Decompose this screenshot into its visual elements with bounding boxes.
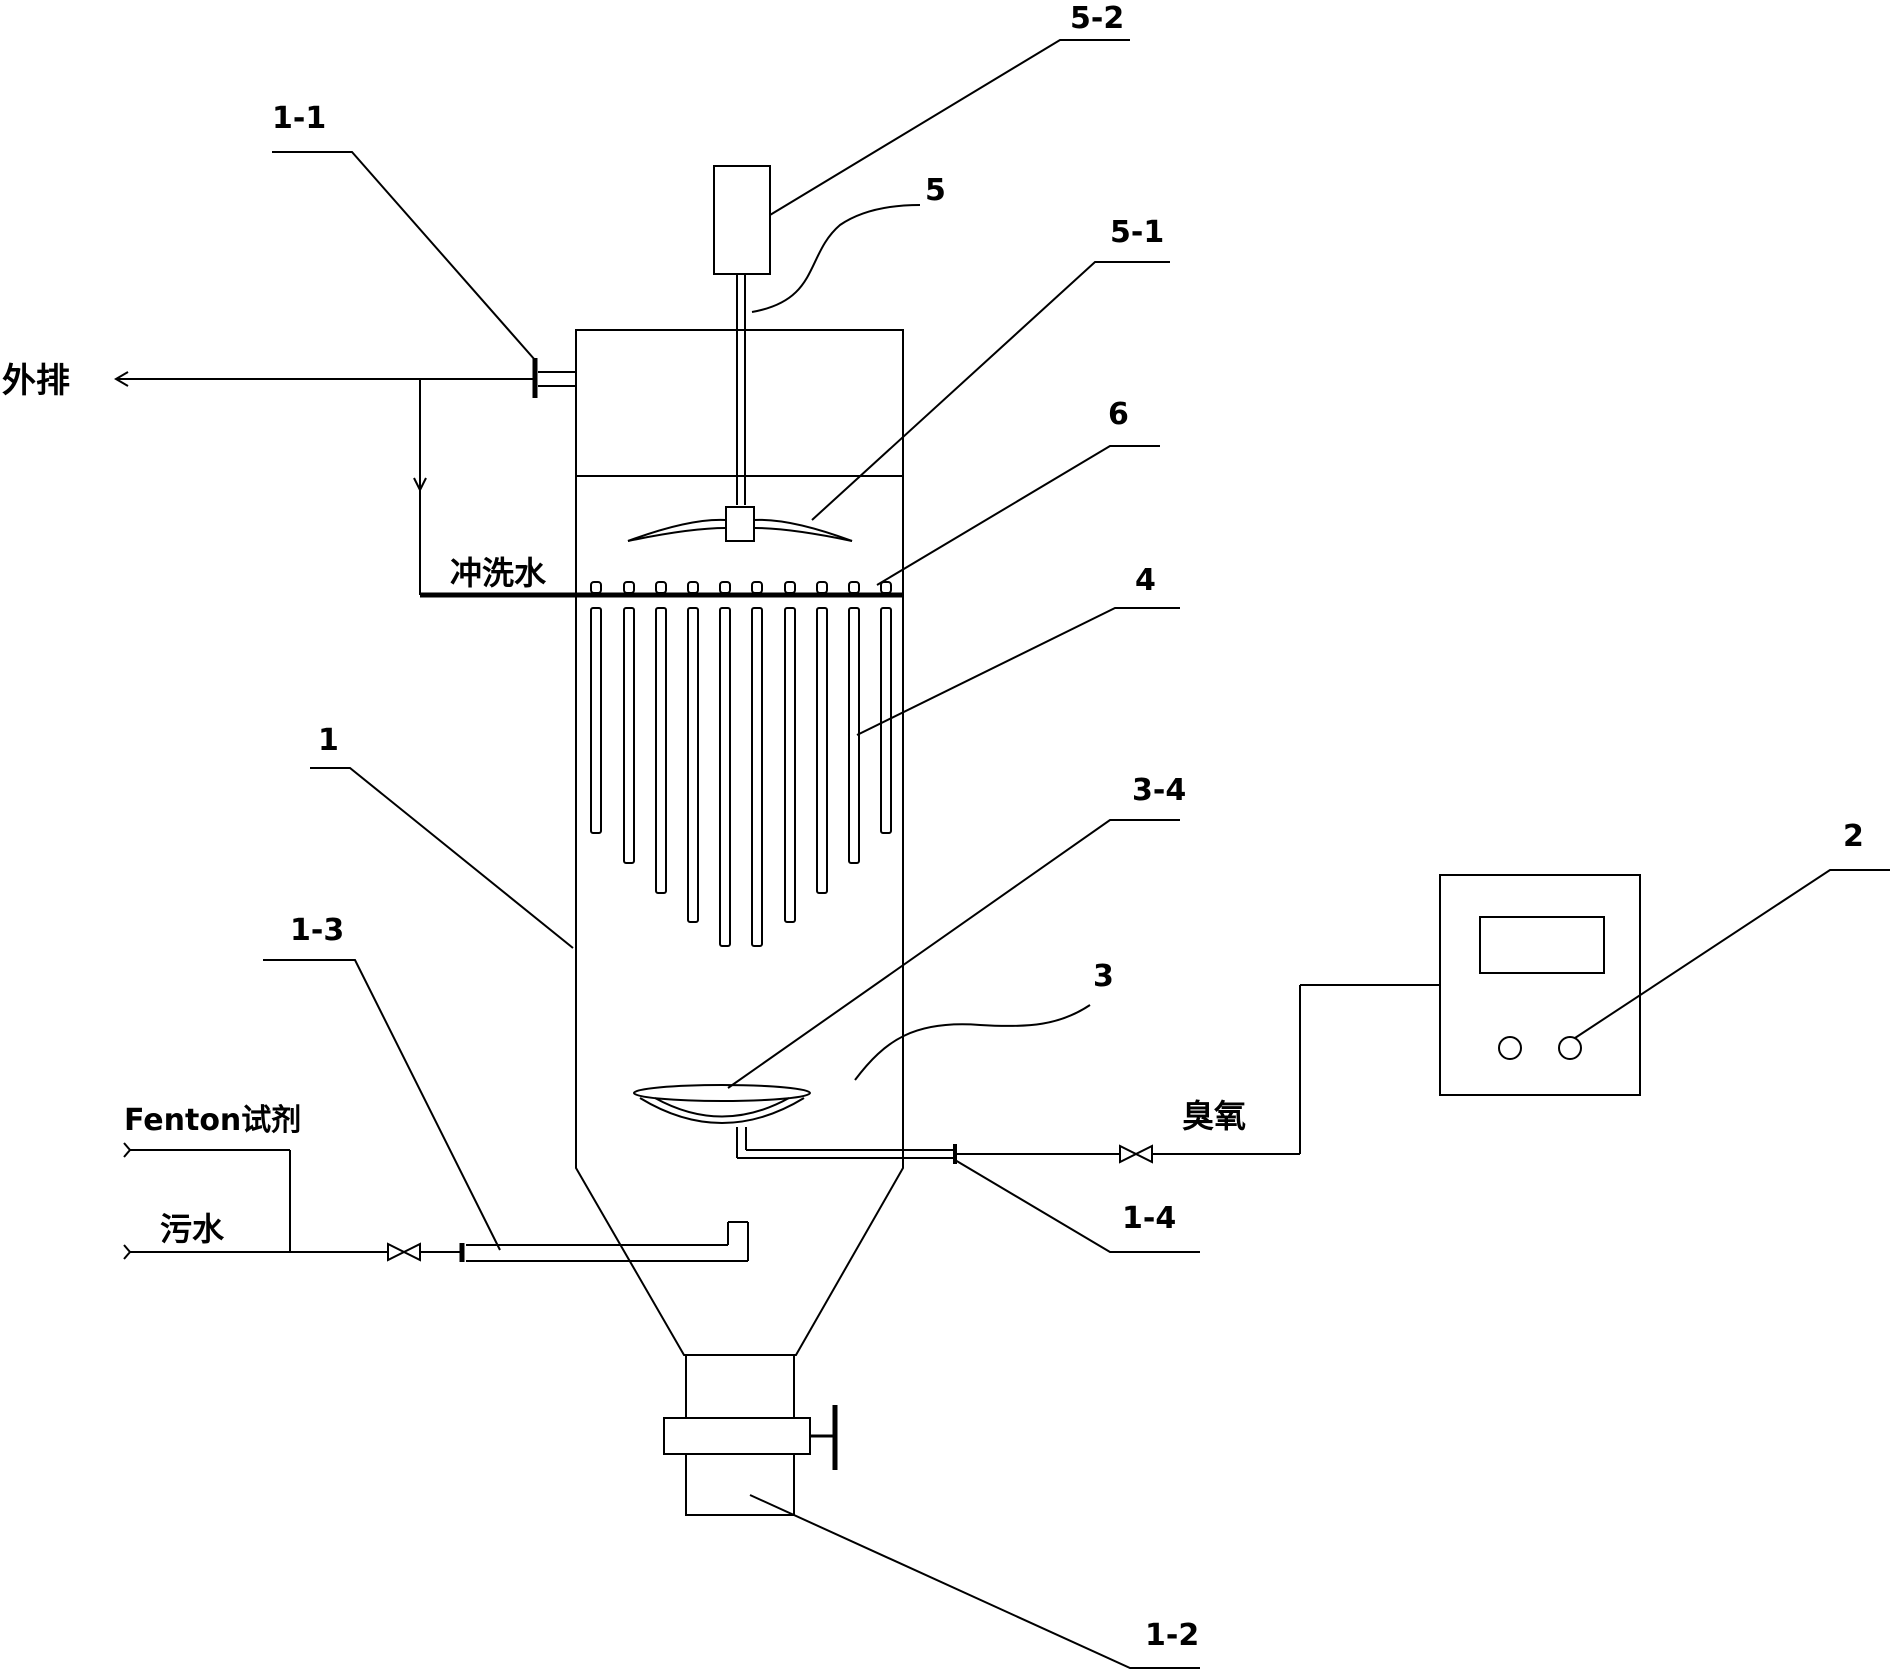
label-2: 2 <box>1843 819 1864 854</box>
stirrer-assembly <box>627 165 853 542</box>
reactor-vessel <box>575 329 904 1356</box>
stirrer-motor <box>713 165 771 275</box>
label-3: 3 <box>1093 959 1114 994</box>
stirrer-hub <box>725 506 755 542</box>
label-5: 5 <box>925 173 946 208</box>
ozone-inlet-pipe <box>736 984 1440 1164</box>
label-5-1: 5-1 <box>1110 215 1164 250</box>
effluent-outlet <box>114 358 576 595</box>
flush-nozzle <box>751 581 763 594</box>
filter-tube <box>848 607 860 864</box>
label-6: 6 <box>1108 397 1129 432</box>
discharge-arrow <box>114 371 129 387</box>
generator-knob-right <box>1558 1036 1582 1060</box>
filter-tube <box>816 607 828 894</box>
flush-nozzle <box>784 581 796 594</box>
generator-display <box>1479 916 1605 974</box>
label-fenton: Fenton试剂 <box>124 1103 301 1138</box>
flush-nozzle <box>816 581 828 594</box>
filter-tubes <box>590 607 892 947</box>
flow-labels: 外排 冲洗水 Fenton试剂 污水 臭氧 <box>2 361 1246 1248</box>
flush-nozzle <box>848 581 860 594</box>
flush-nozzle <box>623 581 635 594</box>
flush-nozzle <box>719 581 731 594</box>
label-1-4: 1-4 <box>1122 1201 1176 1236</box>
filter-tube <box>655 607 667 894</box>
flush-arrow <box>413 477 427 493</box>
aeration-disc <box>633 1084 811 1124</box>
bottom-outlet-valve <box>663 1354 838 1516</box>
label-3-4: 3-4 <box>1132 773 1186 808</box>
filter-tube <box>719 607 731 947</box>
flush-nozzle <box>655 581 667 594</box>
label-4: 4 <box>1135 563 1156 598</box>
filter-tube <box>590 607 602 834</box>
filter-tube <box>687 607 699 923</box>
flushing-manifold <box>420 581 903 598</box>
label-flush-water: 冲洗水 <box>450 554 547 592</box>
sewage-inlet-pipe <box>123 1142 749 1262</box>
label-1-1: 1-1 <box>272 101 326 136</box>
label-5-2: 5-2 <box>1070 1 1124 36</box>
flush-nozzle <box>590 581 602 594</box>
flush-nozzle <box>880 581 892 594</box>
label-ozone: 臭氧 <box>1182 1097 1246 1135</box>
label-discharge: 外排 <box>2 361 70 401</box>
ozone-generator <box>1439 874 1641 1096</box>
part-labels: 1-1 5-2 5 5-1 6 4 1 3-4 2 3 1-3 1-4 1-2 <box>272 1 1864 1653</box>
ozone-valve <box>1119 1144 1153 1164</box>
generator-knob-left <box>1498 1036 1522 1060</box>
filter-tube <box>623 607 635 864</box>
flush-nozzle <box>687 581 699 594</box>
filter-tube <box>784 607 796 923</box>
label-sewage: 污水 <box>160 1210 225 1248</box>
stirrer-blade <box>627 518 727 542</box>
label-1-2: 1-2 <box>1145 1618 1199 1653</box>
sewage-valve <box>387 1242 421 1262</box>
label-1-3: 1-3 <box>290 913 344 948</box>
leader-lines <box>263 39 1890 1669</box>
filter-tube <box>751 607 763 947</box>
label-1: 1 <box>318 723 339 758</box>
